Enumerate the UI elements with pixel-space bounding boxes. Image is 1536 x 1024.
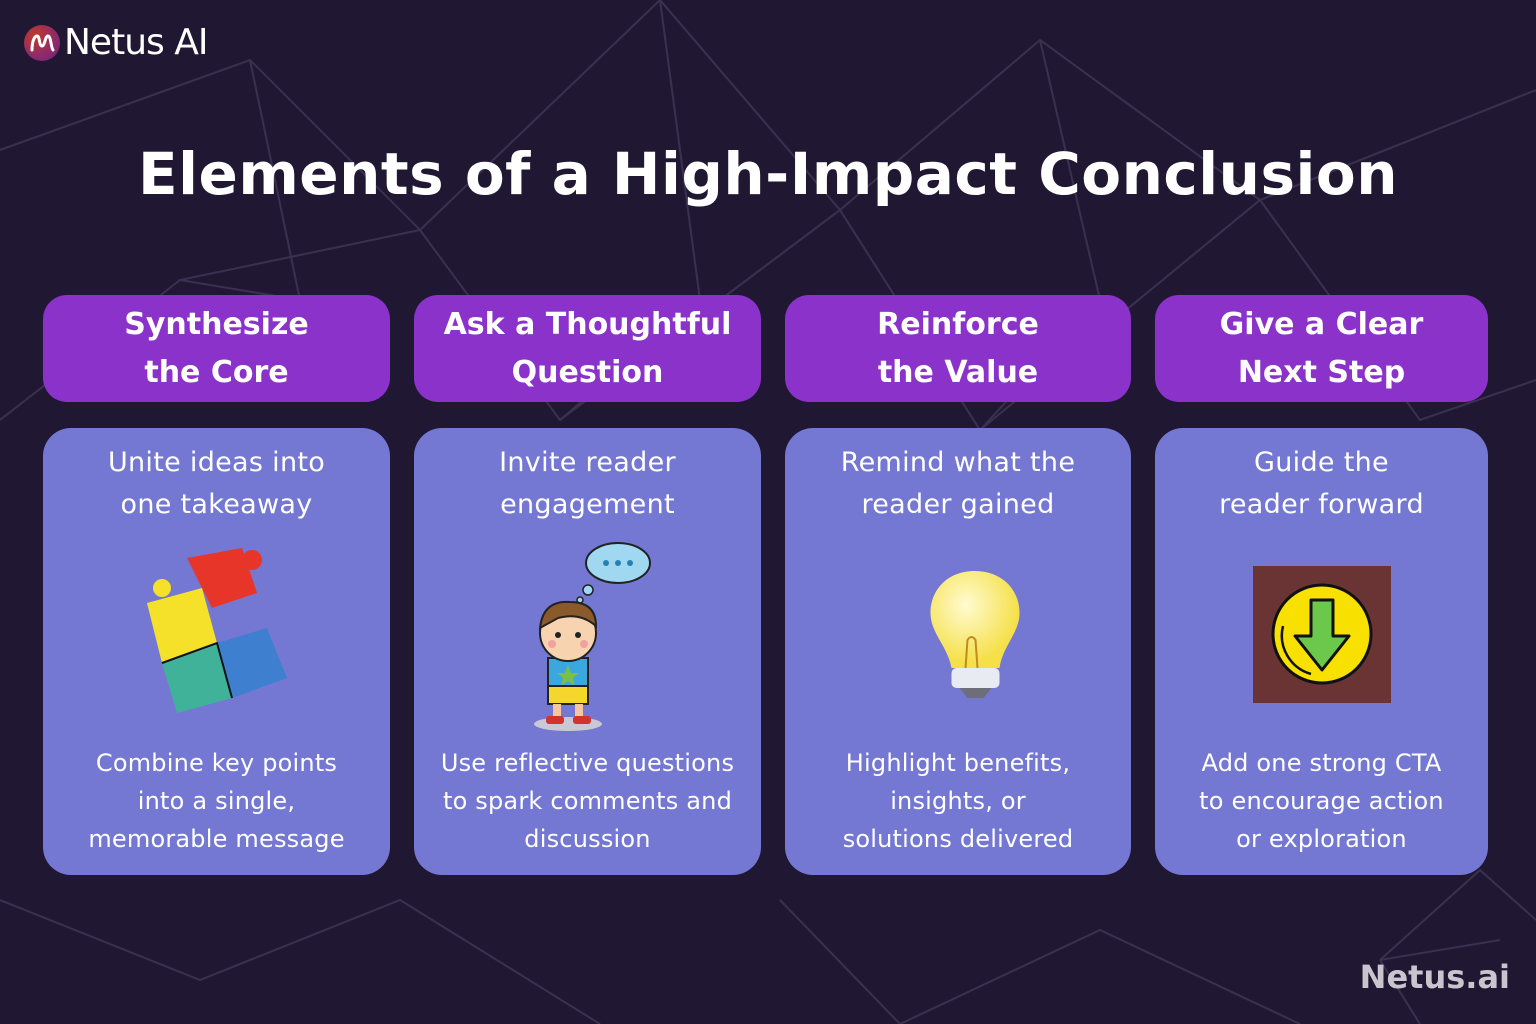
brand-watermark: Netus.ai: [1359, 958, 1510, 996]
brand-name: Netus AI: [64, 22, 208, 63]
page-title: Elements of a High-Impact Conclusion: [137, 140, 1398, 208]
thinking-boy-icon: [533, 542, 651, 731]
column-heading: Synthesize the Core: [43, 295, 390, 402]
netus-logo-icon: [24, 24, 60, 61]
lightbulb-icon: [930, 571, 1020, 698]
column-heading: Ask a Thoughtful Question: [414, 295, 761, 402]
column-heading: Reinforce the Value: [785, 295, 1131, 402]
column-heading: Give a Clear Next Step: [1155, 295, 1488, 402]
download-arrow-icon: [1252, 566, 1391, 703]
puzzle-pieces-icon: [146, 548, 287, 713]
brand-logo: Netus AI: [24, 22, 208, 63]
